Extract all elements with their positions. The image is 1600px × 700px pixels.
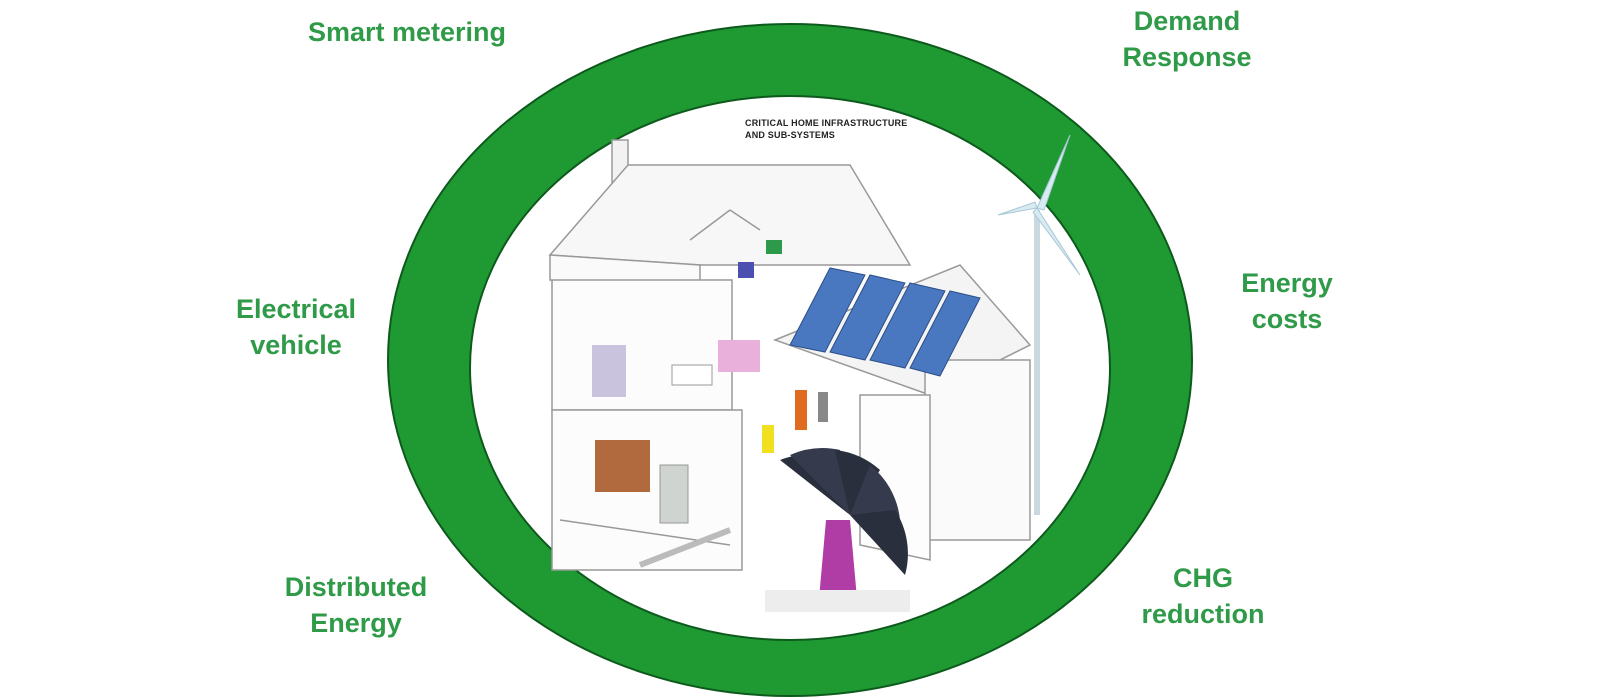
label-text: reduction	[1141, 599, 1265, 629]
label-text: Electrical	[235, 294, 357, 324]
label-text: Demand	[1133, 6, 1241, 36]
label-energy-costs: Energy costs	[1241, 265, 1333, 337]
boiler	[595, 440, 650, 492]
caption-line-2: AND SUB-SYSTEMS	[745, 130, 836, 140]
panel	[762, 425, 774, 453]
computer	[766, 240, 782, 254]
wind-turbine	[997, 134, 1081, 515]
label-text: Energy	[310, 608, 402, 638]
house-caption: CRITICAL HOME INFRASTRUCTURE AND SUB-SYS…	[745, 117, 907, 141]
label-text: Energy	[1241, 268, 1333, 298]
label-text: CHG	[1172, 563, 1233, 593]
label-smart-metering: Smart metering	[308, 14, 506, 50]
fridge	[592, 345, 626, 397]
smartflower-solar	[765, 448, 910, 612]
label-electrical-vehicle: Electrical vehicle	[236, 291, 356, 363]
caption-line-1: CRITICAL HOME INFRASTRUCTURE	[745, 118, 908, 128]
water-tank	[659, 464, 689, 524]
label-chg-reduction: CHG reduction	[1141, 560, 1264, 632]
device	[738, 262, 754, 278]
label-text: Distributed	[284, 572, 428, 602]
label-text: vehicle	[250, 330, 342, 360]
tv	[718, 340, 760, 372]
solar-panels	[789, 267, 981, 377]
label-text: costs	[1251, 304, 1323, 334]
appliances	[592, 240, 828, 568]
house-illustration	[548, 139, 1032, 571]
heater	[795, 390, 807, 430]
label-text: Smart metering	[307, 17, 507, 47]
label-text: Response	[1122, 42, 1252, 72]
